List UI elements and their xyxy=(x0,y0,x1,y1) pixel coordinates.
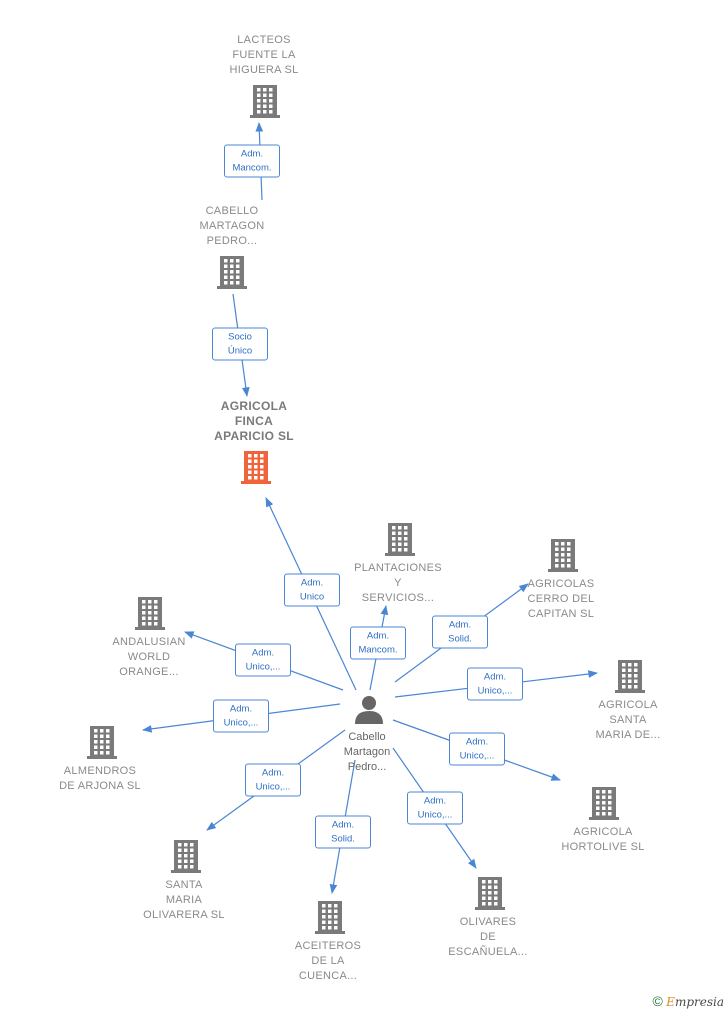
node-label-aceiteros[interactable]: ACEITEROS DE LA CUENCA... xyxy=(294,940,362,982)
node-label-agricolas-cerro[interactable]: AGRICOLAS CERRO DEL CAPITAN SL xyxy=(527,578,595,620)
node-label-almendros[interactable]: ALMENDROS DE ARJONA SL xyxy=(59,765,141,792)
node-label-andalusian[interactable]: ANDALUSIAN WORLD ORANGE... xyxy=(112,636,186,678)
building-icon-olivares[interactable] xyxy=(475,877,505,910)
node-label-agricola-hortolive[interactable]: AGRICOLA HORTOLIVE SL xyxy=(561,826,645,853)
edge-label-adm-unico[interactable]: Adm. Unico xyxy=(284,573,340,607)
building-icon-agricola-santa-maria[interactable] xyxy=(615,660,645,693)
edge-label-adm-mancom-2[interactable]: Adm. Mancom. xyxy=(350,626,406,660)
building-icon-hortolive[interactable] xyxy=(589,787,619,820)
copyright-icon: © xyxy=(652,993,663,1009)
edge-label-adm-mancom[interactable]: Adm. Mancom. xyxy=(224,144,280,178)
node-label-plantaciones[interactable]: PLANTACIONES Y SERVICIOS... xyxy=(354,562,442,604)
node-label-olivares[interactable]: OLIVARES DE ESCAÑUELA... xyxy=(448,916,528,958)
node-label-agricola-finca-aparicio[interactable]: AGRICOLA FINCA APARICIO SL xyxy=(214,399,294,443)
building-icon-cabello-company[interactable] xyxy=(217,256,247,289)
person-icon[interactable] xyxy=(355,696,383,724)
building-icon-plantaciones[interactable] xyxy=(385,523,415,556)
node-label-cabello-martagon-company[interactable]: CABELLO MARTAGON PEDRO... xyxy=(199,205,265,247)
edge-label-adm-unico-almendros[interactable]: Adm. Unico,... xyxy=(213,699,269,733)
edge-label-adm-solid-aceiteros[interactable]: Adm. Solid. xyxy=(315,815,371,849)
building-icon-santa-maria-olivarera[interactable] xyxy=(171,840,201,873)
edge-label-adm-unico-olivares[interactable]: Adm. Unico,... xyxy=(407,791,463,825)
node-label-santa-maria-olivarera[interactable]: SANTA MARIA OLIVARERA SL xyxy=(143,879,225,921)
building-icon-aceiteros[interactable] xyxy=(315,901,345,934)
building-icon-agricolas-cerro[interactable] xyxy=(548,539,578,572)
building-icon-andalusian[interactable] xyxy=(135,597,165,630)
edge-label-adm-unico-santa-maria[interactable]: Adm. Unico,... xyxy=(467,667,523,701)
edge-label-adm-solid[interactable]: Adm. Solid. xyxy=(432,615,488,649)
edge-label-socio-unico[interactable]: Socio Único xyxy=(212,327,268,361)
edge-label-adm-unico-olivarera[interactable]: Adm. Unico,... xyxy=(245,763,301,797)
node-label-lacteos[interactable]: LACTEOS FUENTE LA HIGUERA SL xyxy=(229,34,299,76)
edge-label-adm-unico-hortolive[interactable]: Adm. Unico,... xyxy=(449,732,505,766)
node-label-agricola-santa-maria[interactable]: AGRICOLA SANTA MARIA DE... xyxy=(595,699,661,741)
node-label-person[interactable]: Cabello Martagon Pedro... xyxy=(343,731,391,773)
edge-label-adm-unico-andalusian[interactable]: Adm. Unico,... xyxy=(235,643,291,677)
building-icon-almendros[interactable] xyxy=(87,726,117,759)
building-icon-lacteos[interactable] xyxy=(250,85,280,118)
empresia-logo[interactable]: Empresia xyxy=(666,995,724,1009)
copyright-footer: © Empresia xyxy=(653,993,725,1009)
building-icon-agricola-finca[interactable] xyxy=(241,451,271,484)
